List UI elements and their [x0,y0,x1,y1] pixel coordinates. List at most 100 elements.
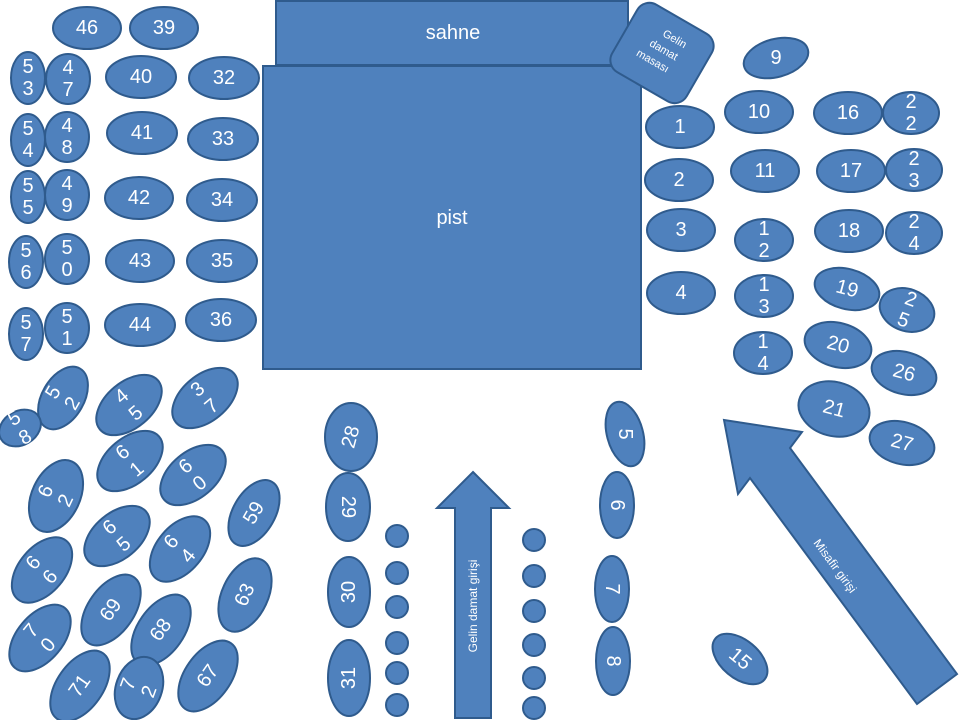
table-17: 17 [816,149,886,193]
table-27: 27 [868,419,936,467]
table-25: 25 [878,287,936,333]
table-63: 63 [217,557,273,633]
table-37: 37 [171,366,239,430]
table-69: 69 [80,573,142,647]
table-16: 16 [813,91,883,135]
table-label: 39 [153,17,175,39]
table-65: 65 [83,504,151,568]
table-15: 15 [711,632,769,686]
table-19: 19 [813,266,881,312]
table-60: 60 [159,443,227,507]
dance-floor-label: pist [436,207,468,229]
table-label: 4 [675,282,686,304]
table-label: 18 [838,220,860,242]
table-2: 2 [644,158,714,202]
table-10: 10 [724,90,794,134]
table-26: 26 [870,349,938,397]
table-33: 33 [187,117,259,161]
table-64: 64 [148,515,212,583]
decor-dot [522,633,546,657]
table-36: 36 [185,298,257,342]
table-32: 32 [188,56,260,100]
table-4: 4 [646,271,716,315]
table-label: 32 [213,67,235,89]
table-62: 62 [27,459,85,533]
table-70: 70 [8,603,72,673]
table-label: 34 [211,189,233,211]
table-6: 6 [599,471,635,539]
table-label: 7 [601,583,623,594]
decor-dot [522,564,546,588]
table-52: 52 [37,365,89,431]
table-43: 43 [105,239,175,283]
table-label: 46 [76,17,98,39]
couple-entrance-label: Gelin damat girişi [466,560,480,653]
table-label: 36 [210,309,232,331]
table-11: 11 [730,149,800,193]
table-label: 44 [129,314,151,336]
table-label: 43 [129,250,151,272]
table-label: 11 [755,160,776,182]
table-34: 34 [186,178,258,222]
decor-dot [385,631,409,655]
table-label: 33 [212,128,234,150]
table-label: 10 [748,101,770,123]
decor-dot [522,696,546,720]
table-label: 2 [673,169,684,191]
table-67: 67 [177,639,239,713]
table-44: 44 [104,303,176,347]
table-label: 5 [614,428,636,439]
table-29: 29 [325,472,371,542]
table-label: 29 [337,496,359,518]
table-42: 42 [104,176,174,220]
table-label: 3 [675,219,686,241]
table-3: 3 [646,208,716,252]
table-20: 20 [803,320,873,370]
decor-dot [385,693,409,717]
table-71: 71 [49,649,111,720]
table-68: 68 [130,593,192,667]
table-7: 7 [594,555,630,623]
table-label: 30 [338,581,360,603]
table-45: 45 [95,373,163,437]
decor-dot [385,524,409,548]
dance-floor: pist [262,65,642,370]
table-label: 17 [840,160,862,182]
table-5: 5 [604,400,646,468]
table-label: 31 [338,667,360,689]
table-72: 72 [113,655,165,720]
table-58: 58 [0,406,42,450]
table-label: 9 [770,47,781,69]
table-28: 28 [324,402,378,472]
table-59: 59 [227,479,281,547]
table-31: 31 [327,639,371,717]
table-46: 46 [52,6,122,50]
decor-dot [385,661,409,685]
